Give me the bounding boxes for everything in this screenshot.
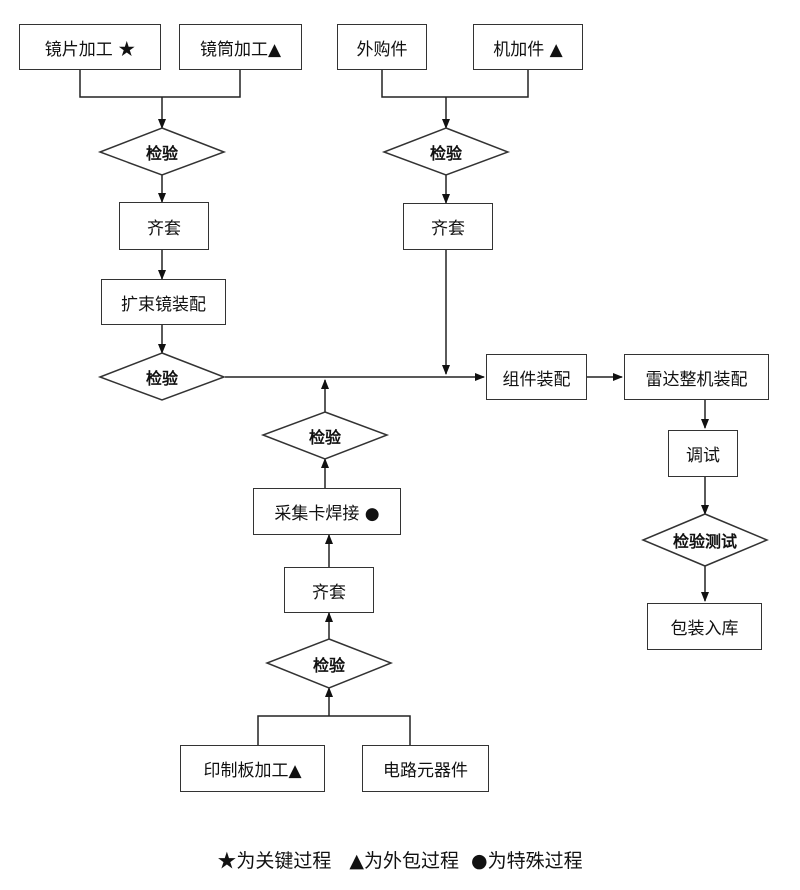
node-kit-a: 齐套 [119, 202, 209, 250]
node-radar-assembly: 雷达整机装配 [624, 354, 769, 400]
legend-outsourced-process: ▲为外包过程 [349, 850, 460, 872]
node-debugging: 调试 [668, 430, 738, 477]
connector [79, 70, 241, 98]
node-kit-c: 齐套 [284, 567, 374, 613]
node-lens-processing: 镜片加工 ★ [19, 24, 161, 70]
decision-diamond [97, 127, 227, 176]
node-purchased-parts: 外购件 [337, 24, 427, 70]
node-packing-storage: 包装入库 [647, 603, 762, 650]
decision-diamond [264, 638, 394, 689]
node-pcb-processing: 印制板加工▲ [180, 745, 325, 792]
decision-diamond [641, 513, 769, 567]
node-barrel-processing: 镜筒加工▲ [179, 24, 302, 70]
decision-diamond [97, 352, 227, 401]
connector [257, 715, 411, 745]
legend-special-process: ●为特殊过程 [471, 850, 583, 872]
node-beam-expander-assembly: 扩束镜装配 [101, 279, 226, 325]
legend: ★为关键过程 ▲为外包过程 ●为特殊过程 [0, 846, 800, 873]
legend-key-process: ★为关键过程 [217, 850, 332, 872]
node-card-welding: 采集卡焊接 ● [253, 488, 401, 535]
node-kit-b: 齐套 [403, 203, 493, 250]
decision-diamond [381, 127, 511, 176]
node-electronic-components: 电路元器件 [362, 745, 489, 792]
decision-diamond [260, 411, 390, 460]
node-machined-parts: 机加件 ▲ [473, 24, 583, 70]
connector [381, 70, 529, 98]
node-component-assembly: 组件装配 [486, 354, 587, 400]
